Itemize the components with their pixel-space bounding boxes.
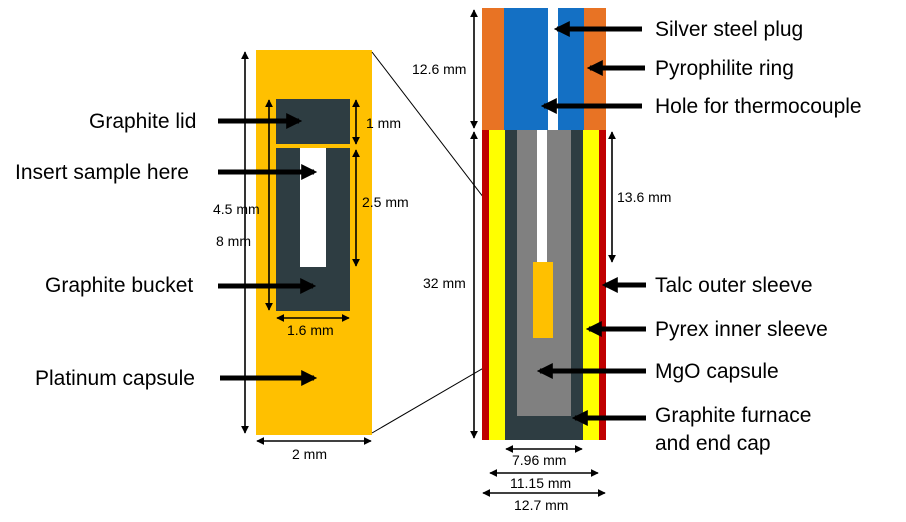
thermocouple-hole-top xyxy=(548,8,558,130)
thermocouple-hole-bottom xyxy=(537,130,547,262)
dim-hole-label: 2.5 mm xyxy=(362,194,409,210)
sample-capsule xyxy=(533,262,553,338)
label-platinum-capsule: Platinum capsule xyxy=(35,367,195,390)
label-graphite-lid: Graphite lid xyxy=(89,110,196,133)
label-hole-thermocouple: Hole for thermocouple xyxy=(655,95,862,118)
label-talc-outer-sleeve: Talc outer sleeve xyxy=(655,274,813,297)
silver-steel-plug-left xyxy=(504,8,548,130)
dim-mgo-height-label: 13.6 mm xyxy=(617,189,671,205)
label-graphite-furnace-line2: and end cap xyxy=(655,432,771,455)
label-insert-sample: Insert sample here xyxy=(15,161,189,184)
pyrophilite-ring-left xyxy=(482,8,504,130)
dim-inner-height-label: 4.5 mm xyxy=(213,201,260,217)
label-pyrophilite-ring: Pyrophilite ring xyxy=(655,57,794,80)
dim-d2-label: 11.15 mm xyxy=(510,475,571,491)
label-graphite-furnace-line1: Graphite furnace xyxy=(655,404,811,427)
sample-hole xyxy=(300,148,326,267)
dim-outer-width-label: 2 mm xyxy=(292,446,327,462)
dim-d3-label: 12.7 mm xyxy=(514,497,568,513)
label-graphite-bucket: Graphite bucket xyxy=(45,274,193,297)
dim-d1-label: 7.96 mm xyxy=(512,452,566,468)
label-mgo-capsule: MgO capsule xyxy=(655,360,779,383)
label-pyrex-inner-sleeve: Pyrex inner sleeve xyxy=(655,318,828,341)
dim-lid-label: 1 mm xyxy=(366,115,401,131)
dim-inner-width-label: 1.6 mm xyxy=(287,322,334,338)
label-silver-steel-plug: Silver steel plug xyxy=(655,18,803,41)
dim-plug-height-label: 12.6 mm xyxy=(412,61,466,77)
silver-steel-plug-right xyxy=(558,8,584,130)
dim-total-height-label: 32 mm xyxy=(423,275,466,291)
dim-outer-height-label: 8 mm xyxy=(216,233,251,249)
